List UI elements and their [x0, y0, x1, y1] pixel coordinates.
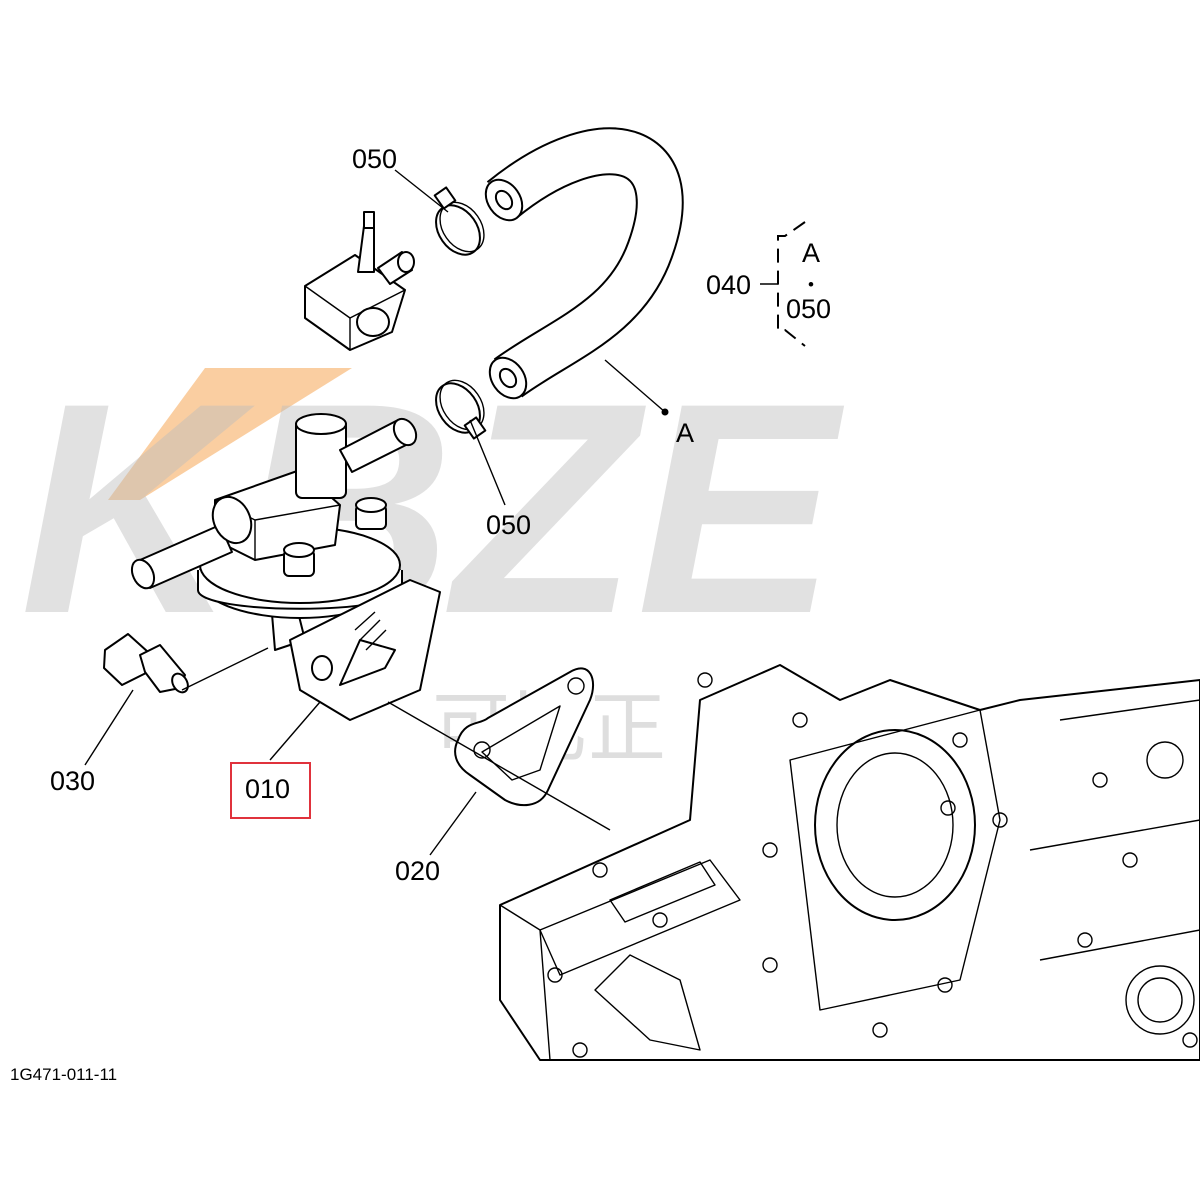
- callout-040: 040: [706, 270, 751, 300]
- highlight-box: [230, 762, 311, 819]
- hose-clamp-bottom: [435, 379, 487, 440]
- banjo-bolt: [103, 633, 189, 694]
- callout-a: A: [676, 418, 694, 448]
- watermark-orange-accent: [108, 368, 352, 500]
- callouts: 050 050 040 A • 050 A 010 020 030 1G471-…: [10, 144, 831, 1084]
- callout-030: 030: [50, 766, 95, 796]
- callout-bracket-dot: •: [808, 275, 814, 294]
- hose-clamp-top: [433, 186, 485, 256]
- fuel-pump: [130, 413, 441, 721]
- callout-020: 020: [395, 856, 440, 886]
- callout-010: 010: [245, 774, 290, 804]
- figure-code: 1G471-011-11: [10, 1065, 117, 1084]
- gasket: [454, 667, 595, 807]
- fuel-pipe-fitting: [304, 211, 415, 351]
- callout-bracket-050: 050: [786, 294, 831, 324]
- engine-block: [499, 664, 1200, 1061]
- fuel-hose: [484, 127, 684, 400]
- hose-assembly-bracket: [777, 221, 806, 347]
- callout-050-bottom: 050: [486, 510, 531, 540]
- leader-lines: [84, 169, 778, 856]
- callout-050-top: 050: [352, 144, 397, 174]
- callout-bracket-a: A: [802, 238, 820, 268]
